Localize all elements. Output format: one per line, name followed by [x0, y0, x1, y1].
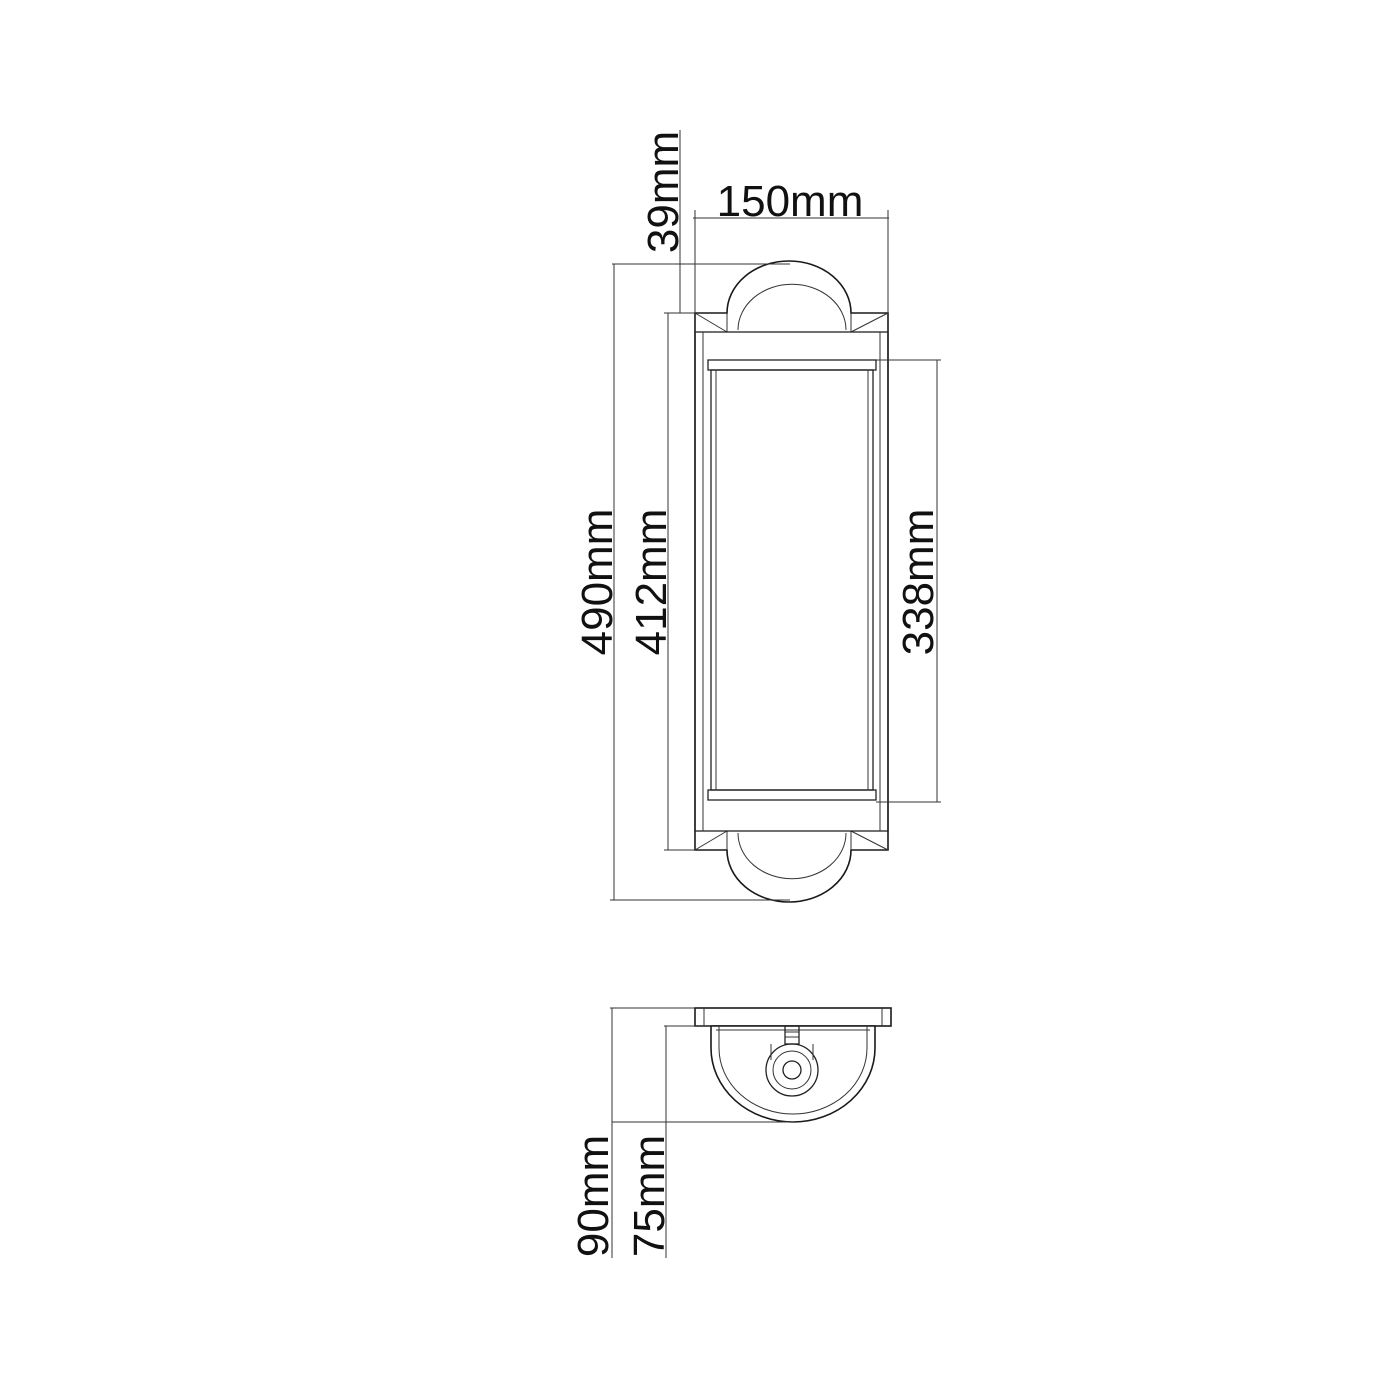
side-view: [694, 1007, 892, 1123]
dim-label-glass-height: 338mm: [894, 509, 943, 656]
front-body-frame: [694, 331, 889, 832]
side-backplate: [694, 1007, 892, 1027]
dim-label-overall-depth: 90mm: [569, 1135, 618, 1257]
front-upper-arch-inner: [737, 283, 847, 331]
side-lampholder-ring: [772, 1050, 812, 1090]
side-shade-inner: [718, 1026, 868, 1115]
dim-label-body-depth: 75mm: [625, 1135, 674, 1257]
front-corner-bevels: [694, 312, 889, 851]
side-lampholder-outer: [765, 1043, 819, 1097]
front-backplate-outline: [694, 260, 889, 903]
front-lower-arch-inner: [737, 832, 847, 880]
front-dimension-lines: [610, 130, 941, 901]
dim-label-width: 150mm: [717, 177, 864, 226]
dim-label-overall-height: 490mm: [573, 509, 622, 656]
side-shade-body: [710, 1025, 876, 1123]
front-view: [694, 260, 889, 903]
front-glass-panel: [710, 369, 874, 791]
side-lampholder-inner: [782, 1060, 802, 1080]
side-dimension-lines: [610, 1007, 795, 1258]
dim-label-body-height: 412mm: [627, 509, 676, 656]
dim-label-top-offset: 39mm: [639, 131, 688, 253]
